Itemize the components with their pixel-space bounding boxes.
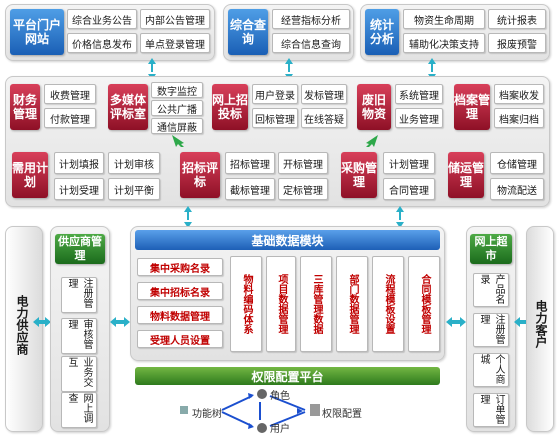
perm-node-config[interactable]: 权限配置 bbox=[322, 409, 362, 420]
arrows-base bbox=[184, 206, 404, 228]
permission-title: 权限配置平台 bbox=[135, 367, 440, 385]
base-col-4[interactable]: 部门数据管理 bbox=[336, 256, 368, 352]
portal-item-4[interactable]: 单点登录管理 bbox=[140, 33, 210, 53]
portal-item-1[interactable]: 综合业务公告 bbox=[67, 9, 137, 29]
right-outer-label: 电力客户 bbox=[534, 300, 548, 348]
multimedia-item-1[interactable]: 数字监控 bbox=[151, 82, 203, 98]
portal-item-3[interactable]: 价格信息发布 bbox=[67, 33, 137, 53]
base-col-2[interactable]: 项目数据管理 bbox=[266, 256, 296, 352]
multimedia-item-2[interactable]: 公共广播 bbox=[151, 100, 203, 116]
right-inner-arrow bbox=[446, 317, 466, 327]
multimedia-title[interactable]: 多媒体评标室 bbox=[108, 84, 148, 130]
base-col-6[interactable]: 合同模板管理 bbox=[408, 256, 440, 352]
supermarket-item-3[interactable]: 个人商城 bbox=[473, 353, 509, 387]
purchase-item-2[interactable]: 合同管理 bbox=[383, 178, 435, 200]
supplier-item-4[interactable]: 网上调查 bbox=[61, 392, 97, 428]
portal-title[interactable]: 平台门户网站 bbox=[10, 9, 64, 55]
demand-item-2[interactable]: 计划审核 bbox=[108, 152, 160, 174]
bid-eval-item-2[interactable]: 开标管理 bbox=[278, 152, 328, 174]
demand-title[interactable]: 需用计划 bbox=[12, 152, 48, 198]
warehouse-item-1[interactable]: 仓储管理 bbox=[490, 152, 544, 174]
permission-diagram bbox=[180, 389, 320, 433]
online-bid-title[interactable]: 网上招投标 bbox=[212, 84, 248, 130]
finance-title[interactable]: 财务管理 bbox=[10, 84, 40, 130]
left-inner-arrow bbox=[110, 317, 130, 327]
bid-eval-item-3[interactable]: 截标管理 bbox=[225, 178, 275, 200]
archive-title[interactable]: 档案管理 bbox=[454, 84, 490, 130]
demand-item-4[interactable]: 计划平衡 bbox=[108, 178, 160, 200]
supplier-item-2[interactable]: 审核管理 bbox=[61, 318, 97, 354]
finance-item-1[interactable]: 收费管理 bbox=[44, 84, 96, 104]
base-col-3[interactable]: 三库管理数据 bbox=[300, 256, 332, 352]
demand-item-3[interactable]: 计划受理 bbox=[54, 178, 104, 200]
perm-node-role[interactable]: 角色 bbox=[270, 391, 290, 402]
online-bid-item-2[interactable]: 发标管理 bbox=[301, 84, 347, 104]
base-list-1[interactable]: 集中采购名录 bbox=[137, 258, 223, 276]
online-bid-item-3[interactable]: 回标管理 bbox=[252, 108, 298, 128]
bid-eval-item-4[interactable]: 定标管理 bbox=[278, 178, 328, 200]
right-outer-panel bbox=[526, 226, 554, 432]
left-arrow bbox=[33, 317, 51, 327]
base-list-3[interactable]: 物料数据管理 bbox=[137, 306, 223, 324]
base-title: 基础数据模块 bbox=[135, 230, 440, 250]
finance-item-2[interactable]: 付款管理 bbox=[44, 108, 96, 128]
scrap-item-1[interactable]: 系统管理 bbox=[395, 84, 443, 104]
purchase-item-1[interactable]: 计划管理 bbox=[383, 152, 435, 174]
archive-item-2[interactable]: 档案归档 bbox=[494, 108, 544, 128]
online-bid-item-4[interactable]: 在线答疑 bbox=[301, 108, 347, 128]
stats-title[interactable]: 统计分析 bbox=[365, 9, 399, 55]
demand-item-1[interactable]: 计划填报 bbox=[54, 152, 104, 174]
scrap-title[interactable]: 废旧物资 bbox=[357, 84, 391, 130]
stats-item-3[interactable]: 辅助化决策支持 bbox=[403, 33, 485, 53]
query-item-1[interactable]: 经营指标分析 bbox=[272, 9, 350, 29]
supplier-item-3[interactable]: 业务交互 bbox=[61, 356, 97, 392]
supplier-item-1[interactable]: 注册管理 bbox=[61, 277, 97, 313]
stats-item-4[interactable]: 报废预警 bbox=[488, 33, 546, 53]
bid-eval-title[interactable]: 招标评标 bbox=[180, 152, 220, 198]
base-col-1[interactable]: 物料编码体系 bbox=[230, 256, 262, 352]
online-bid-item-1[interactable]: 用户登录 bbox=[252, 84, 298, 104]
supermarket-item-2[interactable]: 注册管理 bbox=[473, 313, 509, 347]
supermarket-title[interactable]: 网上超市 bbox=[470, 234, 512, 264]
scrap-item-2[interactable]: 业务管理 bbox=[395, 108, 443, 128]
purchase-title[interactable]: 采购管理 bbox=[341, 152, 377, 198]
base-list-4[interactable]: 受理人员设置 bbox=[137, 330, 223, 348]
portal-item-2[interactable]: 内部公告管理 bbox=[140, 9, 210, 29]
stats-item-1[interactable]: 物资生命周期 bbox=[403, 9, 485, 29]
supplier-title[interactable]: 供应商管理 bbox=[55, 234, 105, 264]
perm-node-user[interactable]: 用户 bbox=[270, 424, 290, 435]
bid-eval-item-1[interactable]: 招标管理 bbox=[225, 152, 275, 174]
supermarket-item-4[interactable]: 订单管理 bbox=[473, 393, 509, 427]
warehouse-item-2[interactable]: 物流配送 bbox=[490, 178, 544, 200]
supermarket-item-1[interactable]: 产品名录 bbox=[473, 273, 509, 307]
base-list-2[interactable]: 集中招标名录 bbox=[137, 282, 223, 300]
multimedia-item-3[interactable]: 通信屏蔽 bbox=[151, 118, 203, 134]
query-item-2[interactable]: 综合信息查询 bbox=[272, 33, 350, 53]
base-col-5[interactable]: 流程模板设置 bbox=[372, 256, 404, 352]
perm-node-func[interactable]: 功能树 bbox=[192, 409, 222, 420]
arrows-middle bbox=[172, 135, 378, 147]
left-outer-label: 电力供应商 bbox=[15, 295, 29, 355]
warehouse-title[interactable]: 储运管理 bbox=[448, 152, 484, 198]
stats-item-2[interactable]: 统计报表 bbox=[488, 9, 546, 29]
left-outer-panel bbox=[5, 226, 43, 432]
archive-item-1[interactable]: 档案收发 bbox=[494, 84, 544, 104]
arrows-top bbox=[148, 58, 436, 80]
query-title[interactable]: 综合查询 bbox=[228, 9, 268, 55]
